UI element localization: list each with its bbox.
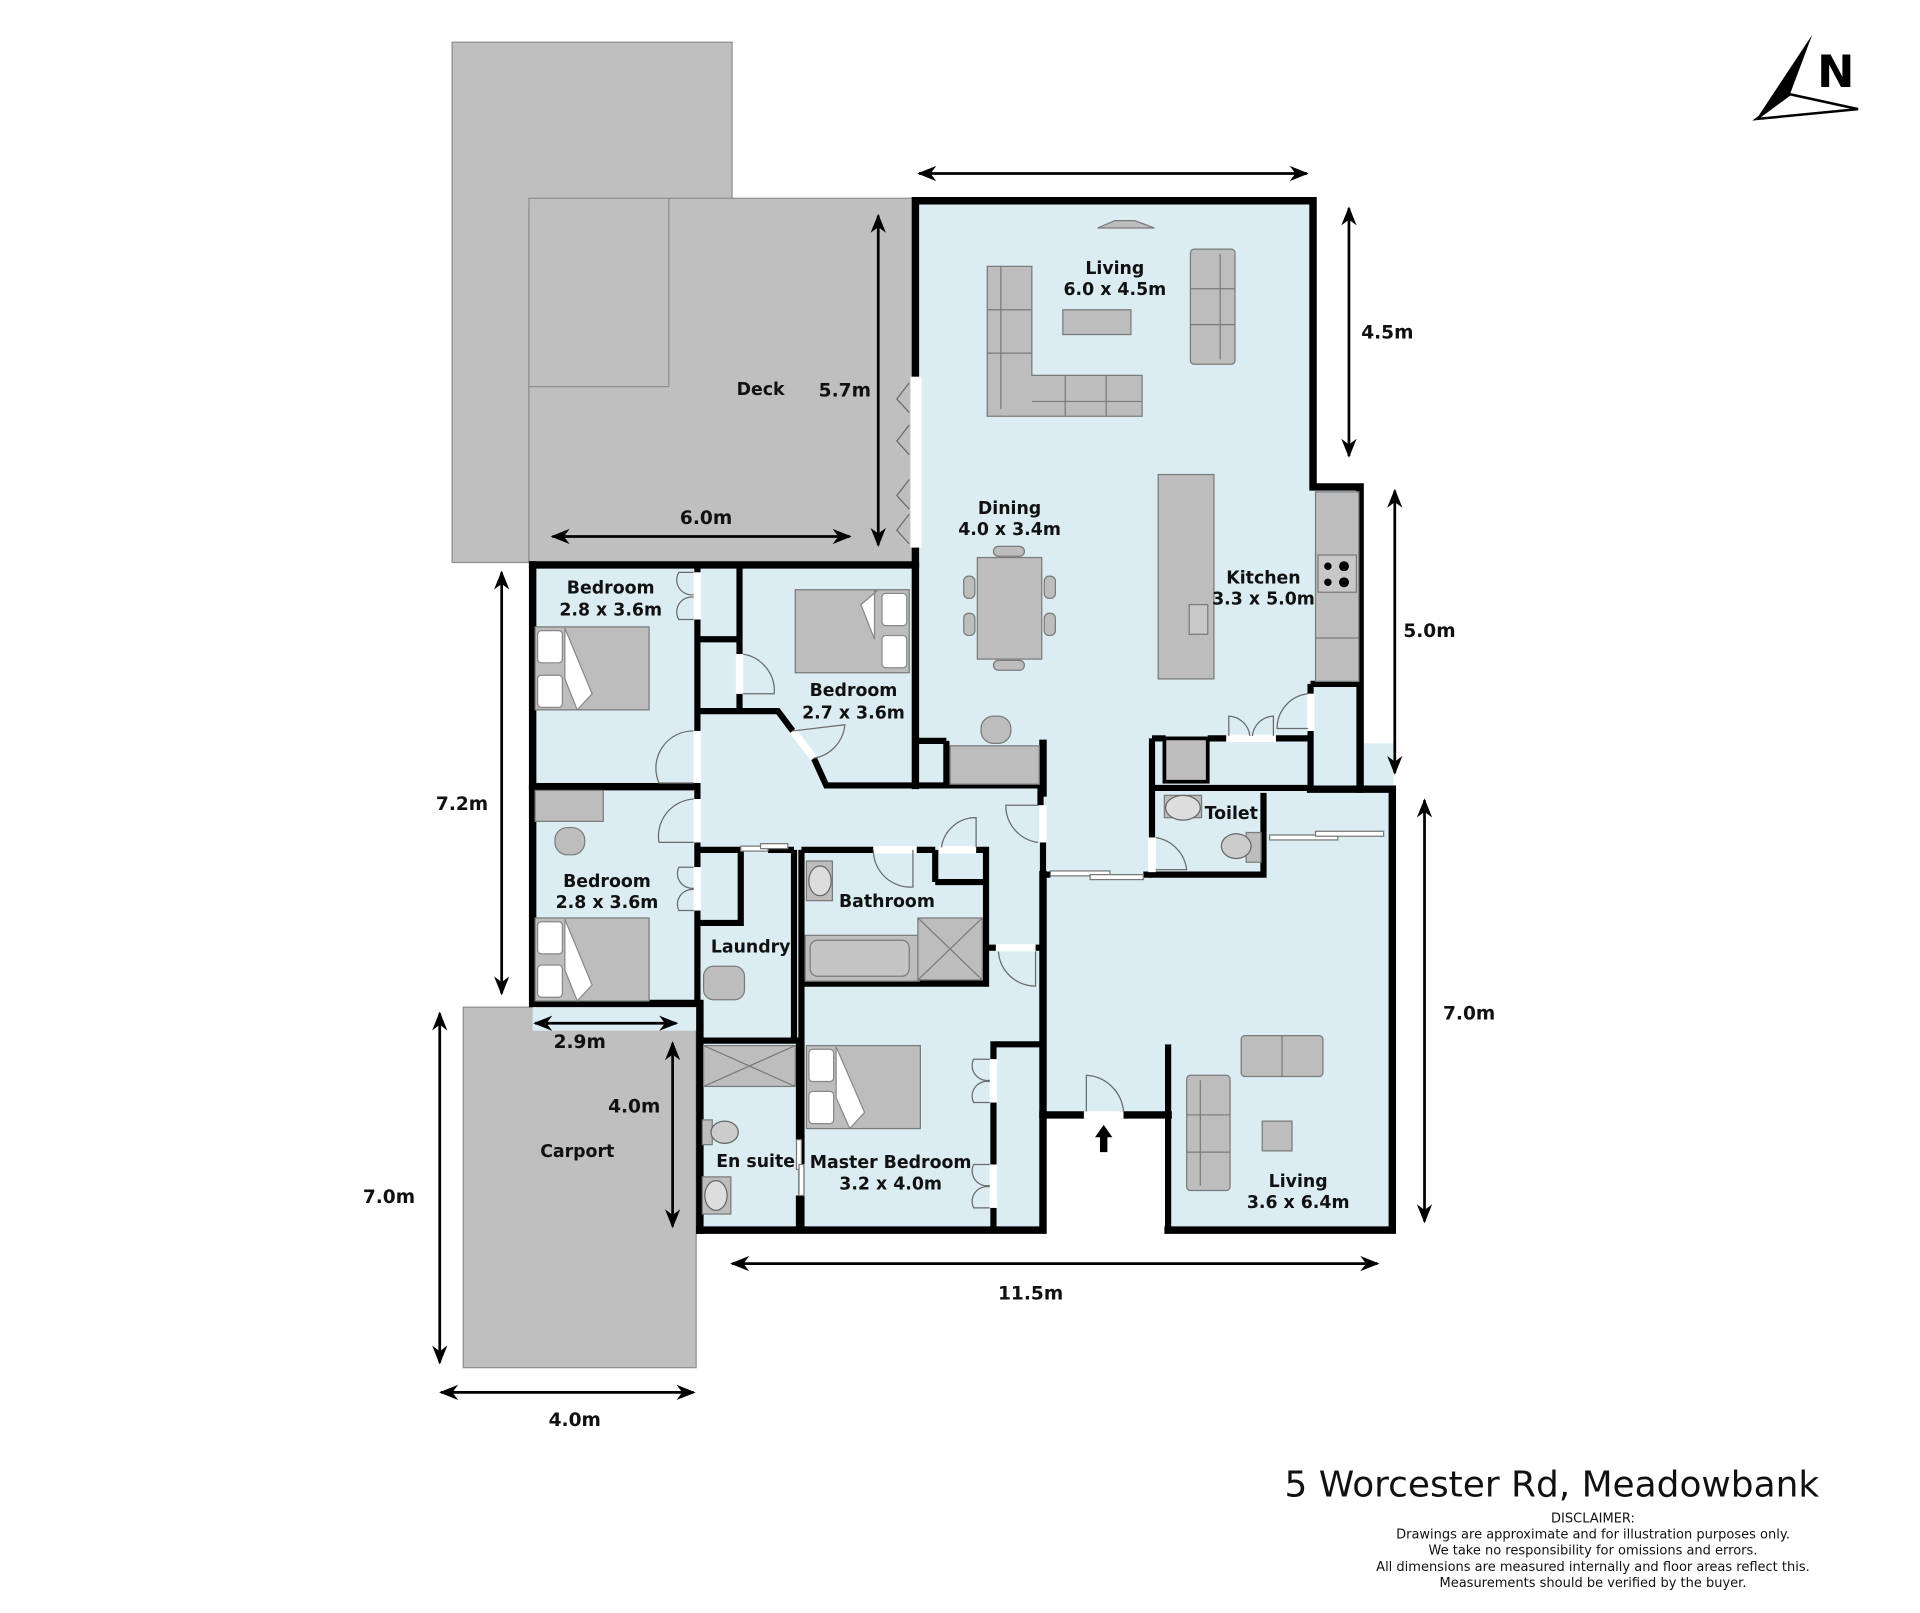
dim-overall-width: 11.5m <box>998 1284 1063 1305</box>
room-size-bedroom-2: 2.7 x 3.6m <box>802 704 905 724</box>
room-label-deck: Deck <box>737 380 785 400</box>
compass-label: N <box>1817 46 1854 98</box>
room-size-bedroom-1: 2.8 x 3.6m <box>559 601 662 621</box>
walls <box>528 197 1397 1234</box>
room-size-living: 6.0 x 4.5m <box>1063 280 1166 300</box>
dim-living2-height: 7.0m <box>1443 1004 1495 1025</box>
room-size-bedroom-3: 2.8 x 3.6m <box>556 893 659 913</box>
furniture <box>534 219 1360 1215</box>
disclaimer-line-1: Drawings are approximate and for illustr… <box>1396 1528 1790 1543</box>
room-size-dining: 4.0 x 3.4m <box>958 520 1061 540</box>
dim-kitchen-height: 5.0m <box>1403 621 1455 642</box>
deck-area <box>451 41 917 564</box>
room-size-master-bedroom: 3.2 x 4.0m <box>839 1174 942 1194</box>
room-label-laundry: Laundry <box>711 938 791 958</box>
room-label-en-suite: En suite <box>716 1152 795 1172</box>
disclaimer-heading: DISCLAIMER: <box>1551 1511 1635 1526</box>
dim-carport-height: 7.0m <box>363 1187 415 1208</box>
carport-area <box>462 1006 697 1369</box>
doors <box>655 376 1385 1209</box>
room-label-living: Living <box>1085 259 1144 279</box>
dimension-lines <box>432 165 1433 1401</box>
dim-bedrooms-height: 7.2m <box>436 794 488 815</box>
dim-living-height: 4.5m <box>1361 322 1413 343</box>
disclaimer-line-2: We take no responsibility for omissions … <box>1429 1544 1758 1559</box>
disclaimer-line-3: All dimensions are measured internally a… <box>1376 1560 1810 1575</box>
room-label-bedroom-1: Bedroom <box>567 578 655 598</box>
room-label-living-2: Living <box>1269 1172 1328 1192</box>
property-address-title: 5 Worcester Rd, Meadowbank <box>1285 1464 1820 1505</box>
room-label-kitchen: Kitchen <box>1226 569 1300 589</box>
room-label-carport: Carport <box>540 1142 614 1162</box>
room-label-toilet: Toilet <box>1205 804 1258 824</box>
dim-bedroom-width: 2.9m <box>554 1032 606 1053</box>
entry-arrow-icon <box>1095 1124 1113 1153</box>
dim-carport-inner-height: 4.0m <box>608 1096 660 1117</box>
disclaimer-line-4: Measurements should be verified by the b… <box>1439 1576 1746 1591</box>
dim-deck-width: 6.0m <box>680 508 732 529</box>
north-arrow-icon: N <box>1752 34 1859 121</box>
dim-deck-height: 5.7m <box>819 380 871 401</box>
dim-carport-width: 4.0m <box>549 1410 601 1431</box>
room-size-kitchen: 3.3 x 5.0m <box>1212 590 1315 610</box>
room-label-bedroom-3: Bedroom <box>563 872 651 892</box>
room-label-dining: Dining <box>978 499 1041 519</box>
room-label-master-bedroom: Master Bedroom <box>810 1153 972 1173</box>
room-label-bathroom: Bathroom <box>839 892 935 912</box>
room-size-living-2: 3.6 x 6.4m <box>1247 1193 1350 1213</box>
room-label-bedroom-2: Bedroom <box>810 681 898 701</box>
